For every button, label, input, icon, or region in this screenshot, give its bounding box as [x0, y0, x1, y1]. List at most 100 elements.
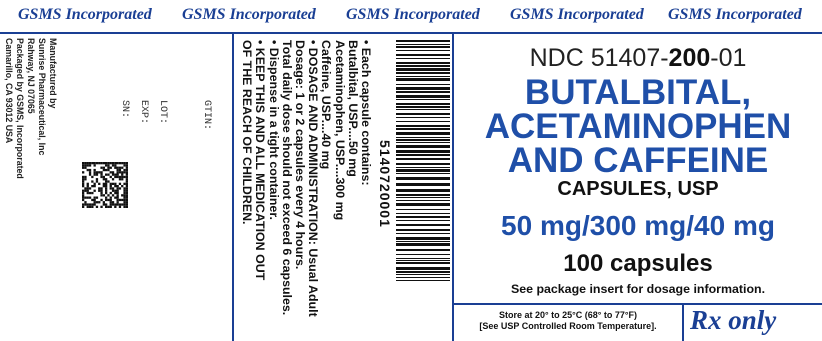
matrix-cell	[123, 171, 126, 174]
matrix-cell	[125, 182, 128, 185]
matrix-cell	[88, 164, 92, 167]
matrix-cell	[114, 203, 117, 206]
matrix-cell	[102, 168, 105, 172]
matrix-cell	[125, 198, 128, 202]
divider	[452, 32, 454, 341]
matrix-cell	[102, 194, 105, 197]
matrix-cell	[100, 191, 103, 195]
matrix-cell	[88, 173, 92, 176]
matrix-cell	[118, 175, 122, 179]
data-matrix-code	[82, 162, 128, 208]
info-line: • Dispense in a tight container.	[266, 40, 281, 220]
barcode-bar	[396, 209, 450, 210]
matrix-cell	[123, 198, 126, 202]
matrix-cell	[105, 178, 108, 181]
matrix-cell	[95, 173, 99, 176]
matrix-cell	[116, 168, 119, 172]
matrix-cell	[105, 173, 108, 176]
barcode-bar	[396, 68, 450, 71]
matrix-cell	[93, 185, 96, 188]
barcode-bar	[396, 44, 450, 45]
matrix-cell	[93, 168, 96, 172]
matrix-cell	[100, 205, 103, 208]
matrix-cell	[86, 162, 89, 165]
barcode-bar	[396, 54, 450, 56]
matrix-cell	[116, 198, 119, 202]
matrix-cell	[121, 173, 124, 176]
matrix-cell	[114, 182, 117, 185]
matrix-cell	[88, 162, 92, 165]
matrix-cell	[91, 203, 94, 206]
matrix-cell	[116, 175, 119, 179]
matrix-cell	[95, 180, 99, 183]
matrix-cell	[123, 175, 126, 179]
barcode-bar	[396, 216, 450, 218]
storage-line: [See USP Controlled Room Temperature].	[479, 321, 657, 331]
matrix-cell	[82, 166, 85, 169]
matrix-cell	[121, 194, 124, 197]
matrix-cell	[98, 162, 101, 165]
matrix-cell	[86, 189, 89, 192]
matrix-cell	[123, 187, 126, 190]
barcode-bar	[396, 139, 450, 141]
divider	[682, 303, 684, 341]
barcode-bar	[396, 142, 450, 143]
matrix-cell	[121, 175, 124, 179]
matrix-cell	[91, 185, 94, 188]
barcode-bar	[396, 87, 450, 90]
barcode-bar	[396, 58, 450, 59]
banner-text: GSMS Incorporated	[18, 6, 152, 23]
manufacturer-line: Packaged by GSMS, Incorporated	[15, 38, 25, 179]
matrix-cell	[100, 175, 103, 179]
matrix-cell	[102, 201, 105, 204]
info-line: • DOSAGE AND ADMINISTRATION: Usual Adult	[306, 40, 321, 317]
matrix-cell	[114, 164, 117, 167]
manufacturer-line: Sunrise Pharmaceutical, Inc	[37, 38, 47, 156]
matrix-cell	[93, 189, 96, 192]
matrix-cell	[102, 166, 105, 169]
rx-only: Rx only	[690, 305, 777, 335]
ndc-product-code: 200	[668, 44, 711, 72]
barcode-bar	[396, 229, 450, 231]
matrix-cell	[123, 162, 126, 165]
info-line: Acetaminophen, USP....300 mg	[332, 40, 347, 221]
linear-barcode	[396, 40, 450, 281]
matrix-cell	[125, 201, 128, 204]
sn-field: SN:	[119, 100, 130, 119]
matrix-cell	[86, 203, 89, 206]
matrix-cell	[114, 162, 117, 165]
company-banner: GSMS Incorporated GSMS Incorporated GSMS…	[0, 0, 822, 34]
matrix-cell	[84, 196, 87, 199]
manufacturer-line: Rahway, NJ 07065	[26, 38, 36, 114]
matrix-cell	[105, 180, 108, 183]
matrix-cell	[116, 203, 119, 206]
matrix-cell	[125, 191, 128, 195]
banner-text: GSMS Incorporated	[668, 6, 802, 23]
matrix-cell	[123, 182, 126, 185]
barcode-bar	[396, 50, 450, 51]
barcode-bar	[396, 106, 450, 108]
matrix-cell	[93, 173, 96, 176]
matrix-cell	[109, 203, 112, 206]
ndc-suffix: -01	[710, 44, 747, 72]
barcode-bar	[396, 258, 450, 259]
info-line: Caffeine, USP....40 mg	[319, 40, 334, 170]
matrix-cell	[105, 203, 108, 206]
matrix-cell	[84, 166, 87, 169]
matrix-cell	[100, 166, 103, 169]
matrix-cell	[118, 205, 122, 208]
barcode-bar	[396, 150, 450, 153]
matrix-cell	[109, 171, 112, 174]
matrix-cell	[86, 205, 89, 208]
matrix-cell	[86, 191, 89, 195]
matrix-cell	[93, 198, 96, 202]
matrix-cell	[116, 166, 119, 169]
matrix-cell	[125, 164, 128, 167]
barcode-bar	[396, 158, 450, 160]
matrix-cell	[111, 182, 115, 185]
matrix-cell	[109, 166, 112, 169]
matrix-cell	[109, 191, 112, 195]
matrix-cell	[88, 191, 92, 195]
matrix-cell	[82, 189, 85, 192]
matrix-cell	[111, 162, 115, 165]
